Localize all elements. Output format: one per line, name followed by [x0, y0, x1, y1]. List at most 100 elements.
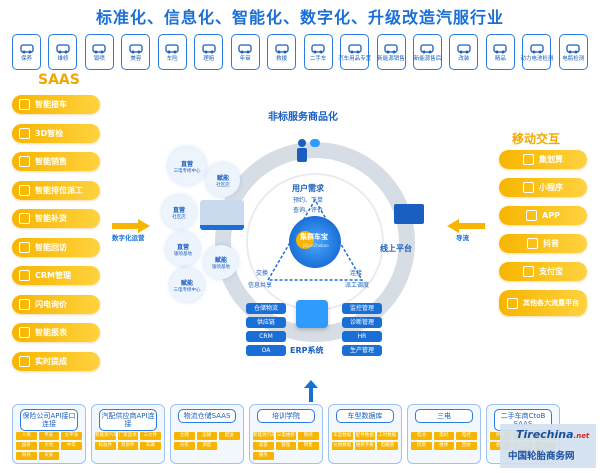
service-8[interactable]: 二手车 — [303, 34, 333, 70]
service-14[interactable]: 动力电池检测 — [520, 34, 553, 70]
feature-icon — [19, 270, 30, 281]
service-6[interactable]: 年审 — [230, 34, 260, 70]
saas-item-8[interactable]: 智能报表 — [12, 323, 100, 342]
integration-tag: 阳光 — [16, 452, 37, 460]
page-title: 标准化、信息化、智能化、数字化、升级改造汽服行业 — [95, 8, 504, 27]
watermark-url: Tirechina.net — [516, 428, 590, 441]
integration-tag: 调度 — [196, 442, 217, 450]
integration-title[interactable]: 保险公司API接口连接 — [20, 409, 78, 431]
feature-icon — [19, 327, 30, 338]
car-wash-icon — [129, 42, 143, 54]
integration-tag: 管理 — [275, 442, 296, 450]
integration-tag: 回收 — [456, 442, 477, 450]
service-9[interactable]: 汽车用品专营 — [338, 34, 371, 70]
shop-icon — [347, 42, 362, 54]
integration-title[interactable]: 三电 — [415, 409, 473, 423]
left-arc-label: 交换 — [256, 270, 269, 277]
service-label: 维修 — [57, 56, 69, 62]
service-label: 电瓶检测 — [562, 56, 585, 62]
mobile-item-1[interactable]: 小程序 — [499, 178, 587, 197]
platform-icon — [523, 182, 534, 193]
feature-icon — [19, 127, 30, 139]
integration-tag: 车型数据 — [332, 432, 353, 440]
service-1[interactable]: 维修 — [48, 34, 78, 70]
platform-icon — [523, 266, 534, 277]
wrench-icon — [56, 42, 70, 54]
service-label: 新能源售后 — [413, 56, 442, 62]
integration-tag: 车辆 — [140, 442, 161, 450]
platform-icon — [526, 210, 538, 221]
service-11[interactable]: 新能源售后 — [412, 34, 442, 70]
integration-tag: 价格数据 — [332, 442, 353, 450]
service-10[interactable]: 新能源销售 — [376, 34, 406, 70]
logo-sub: JiQunChebao — [303, 243, 329, 248]
saas-item-0[interactable]: 智能接车 — [12, 95, 100, 114]
platform-icon — [507, 297, 518, 309]
service-2[interactable]: 钣喷 — [84, 34, 114, 70]
saas-item-4[interactable]: 智能补货 — [12, 209, 100, 228]
service-label: 精品 — [494, 56, 506, 62]
mobile-item-4[interactable]: 支付宝 — [499, 262, 587, 281]
saas-item-label: 智能接车 — [35, 100, 67, 109]
saas-item-9[interactable]: 实时提成 — [12, 351, 100, 371]
left-arrow — [112, 219, 150, 233]
integration-title[interactable]: 车型数据库 — [336, 409, 394, 423]
saas-item-label: 智能补货 — [35, 214, 67, 223]
integration-tag: 美容 — [253, 442, 274, 450]
integration-title[interactable]: 物流仓储SAAS — [178, 409, 236, 423]
saas-item-6[interactable]: CRM管理 — [12, 266, 100, 285]
watermark-name: 中国轮胎商务网 — [508, 451, 575, 462]
saas-item-7[interactable]: 闪电询价 — [12, 294, 100, 314]
integration-tag: 配送 — [219, 432, 240, 440]
feature-icon — [19, 355, 30, 367]
bubble-empower-paint: 赋能钣喷基地 — [204, 245, 238, 279]
integration-title[interactable]: 培训学院 — [257, 409, 315, 423]
service-label: 救援 — [276, 56, 288, 62]
oil-can-icon — [19, 42, 34, 54]
erp-module: 供应链 — [246, 317, 286, 328]
integration-tag: 检测 — [411, 442, 432, 450]
service-12[interactable]: 改装 — [449, 34, 479, 70]
service-3[interactable]: 美容 — [121, 34, 151, 70]
mobile-item-5[interactable]: 其他各大流量平台 — [499, 290, 587, 316]
service-13[interactable]: 精品 — [485, 34, 515, 70]
saas-item-1[interactable]: 3D智检 — [12, 123, 100, 143]
service-7[interactable]: 救援 — [267, 34, 297, 70]
erp-module: 仓储物流 — [246, 303, 286, 314]
bubble-direct-paint: 直营钣喷基地 — [166, 232, 200, 266]
saas-item-5[interactable]: 智能回访 — [12, 237, 100, 257]
bubble-empower-ev-center: 赋能三电专修中心 — [170, 268, 204, 302]
mobile-item-0[interactable]: 集划算 — [499, 150, 587, 169]
service-label: 美容 — [130, 56, 142, 62]
integration-tag: 新能源汽车配件 — [95, 432, 116, 440]
mobile-item-3[interactable]: 抖音 — [499, 234, 587, 253]
service-icons-row: 保养维修 钣喷美容 车险理赔年审救援 二手车汽车用品专营新能源销售 新能源售后 改装精品 动… — [12, 34, 588, 70]
integration-tag: 国寿 — [16, 442, 37, 450]
erp-module: HR — [342, 331, 382, 342]
used-car-icon — [311, 42, 325, 54]
integration-tag: 平安 — [38, 432, 59, 440]
mobile-column: 集划算小程序 APP 抖音支付宝其他各大流量平台 — [499, 150, 587, 325]
erp-module: CRM — [246, 331, 286, 342]
service-5[interactable]: 理赔 — [194, 34, 224, 70]
integration-tag: 电池 — [411, 432, 432, 440]
service-15[interactable]: 电瓶检测 — [558, 34, 588, 70]
service-label: 新能源销售 — [377, 56, 405, 62]
integration-tag: 维修手册 — [354, 442, 375, 450]
integration-title[interactable]: 汽配供应商API连接 — [99, 409, 157, 431]
saas-item-2[interactable]: 智能销售 — [12, 152, 100, 171]
right-arrow-label: 导流 — [456, 234, 469, 242]
erp-module: OA — [246, 345, 286, 356]
integration-tag: 服务 — [253, 452, 274, 460]
integration-tag: 三电维修 — [275, 432, 296, 440]
service-4[interactable]: 车险 — [157, 34, 187, 70]
integration-tag: 易损件 — [117, 442, 138, 450]
mobile-item-label: 其他各大流量平台 — [523, 298, 579, 307]
feature-icon — [19, 213, 30, 224]
integration-tag: 新能源汽车 — [253, 432, 274, 440]
service-0[interactable]: 保养 — [12, 34, 41, 70]
saas-item-label: 3D智检 — [35, 128, 64, 138]
mobile-title: 移动交互 — [512, 132, 561, 146]
mobile-item-2[interactable]: APP — [499, 206, 587, 225]
saas-item-3[interactable]: 智能排位派工 — [12, 180, 100, 200]
